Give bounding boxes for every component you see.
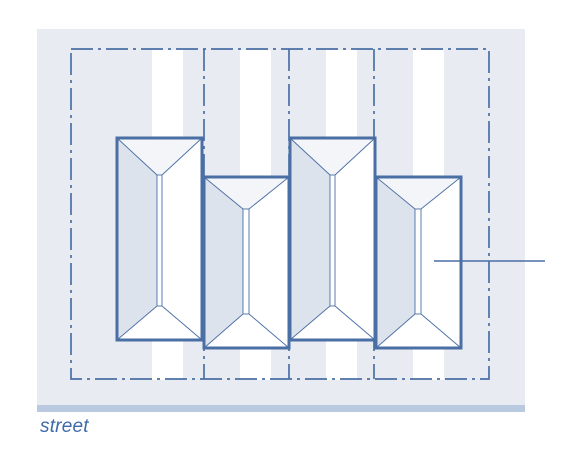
house-unit-4 bbox=[374, 175, 463, 350]
house-unit-1 bbox=[115, 136, 204, 342]
roof-bevel-left bbox=[117, 138, 157, 340]
unit-outline bbox=[115, 136, 204, 342]
roof-bevel-top bbox=[204, 177, 289, 209]
street-label: street bbox=[40, 416, 89, 437]
roof-bevel-left bbox=[376, 177, 415, 348]
house-unit-3 bbox=[288, 136, 377, 342]
house-unit-2 bbox=[202, 175, 291, 350]
unit-outline bbox=[374, 175, 463, 350]
roof-bevel-top bbox=[117, 138, 202, 175]
roof-bevel-left bbox=[204, 177, 243, 348]
street-band bbox=[37, 405, 525, 412]
roof-bevel-top bbox=[290, 138, 375, 175]
plot-boundary-outer bbox=[70, 48, 490, 380]
roof-bevel-top bbox=[376, 177, 461, 209]
roof-bevel-left bbox=[290, 138, 330, 340]
plot-boundaries bbox=[70, 48, 490, 380]
